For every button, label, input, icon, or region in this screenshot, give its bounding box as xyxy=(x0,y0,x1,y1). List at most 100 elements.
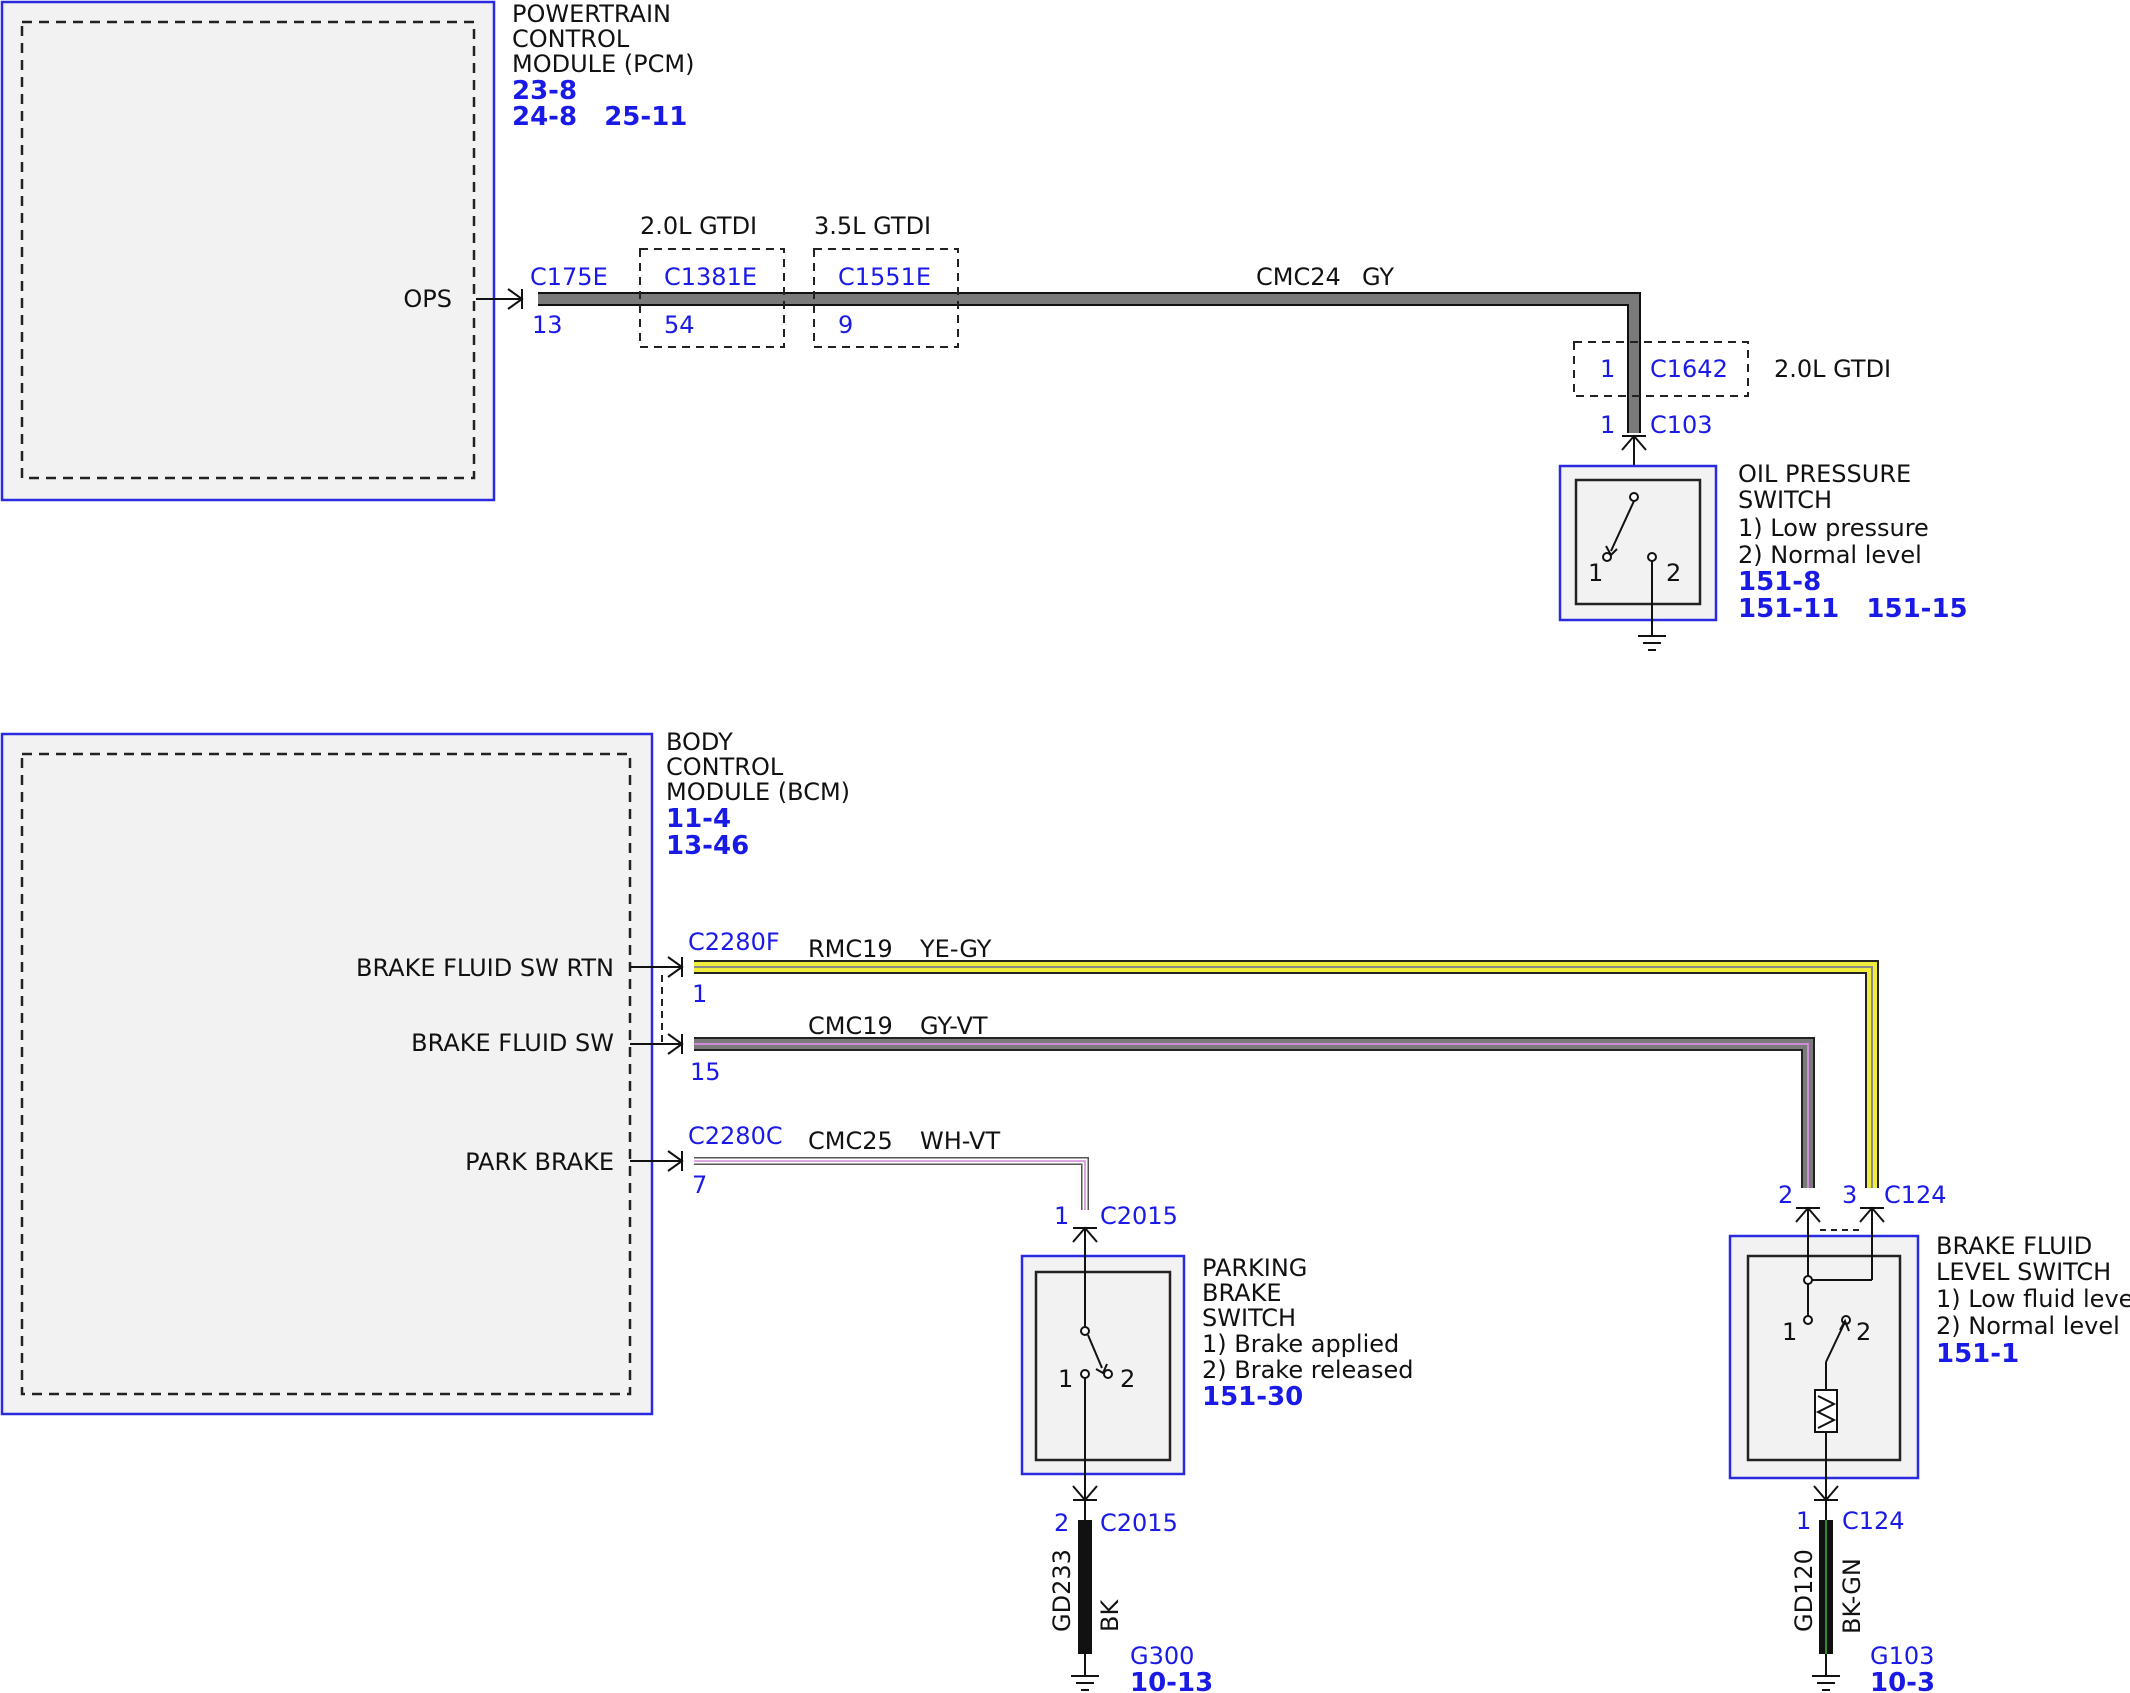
bcm-connector-c2280c[interactable]: C2280C xyxy=(688,1122,783,1150)
oil-switch-contact-2 xyxy=(1647,552,1657,562)
pcm-name-line-2: CONTROL xyxy=(512,25,630,53)
c1642-variant: 2.0L GTDI xyxy=(1774,355,1891,383)
inline-connector-c1551e[interactable]: C1551E xyxy=(838,263,931,291)
parking-switch-contact-1-label: 1 xyxy=(1058,1365,1073,1393)
parking-switch-name-2: BRAKE xyxy=(1202,1279,1282,1307)
wire-cmc25-color: WH-VT xyxy=(920,1127,1000,1155)
bcm-name-line-1: BODY xyxy=(666,728,733,756)
oil-switch-ref-2[interactable]: 151-11 151-15 xyxy=(1738,594,1968,624)
fluid-switch-bottom-connector[interactable]: C124 xyxy=(1842,1507,1905,1535)
wire-cmc24-color: GY xyxy=(1362,263,1394,291)
c1642-connector[interactable]: C1642 xyxy=(1650,355,1728,383)
parking-switch-contact-1 xyxy=(1080,1369,1090,1379)
parking-switch-bottom-connector[interactable]: C2015 xyxy=(1100,1509,1178,1537)
ground-g103-name: G103 xyxy=(1870,1642,1934,1670)
parking-switch-name-3: SWITCH xyxy=(1202,1304,1296,1332)
ground-g300-ref[interactable]: 10-13 xyxy=(1130,1668,1213,1693)
parking-switch-top-pin: 1 xyxy=(1054,1202,1069,1230)
fluid-switch-contact-1 xyxy=(1803,1275,1813,1285)
wire-cmc19-color: GY-VT xyxy=(920,1012,988,1040)
bcm-ref-2[interactable]: 13-46 xyxy=(666,831,749,861)
wire-gd120-circuit: GD120 xyxy=(1790,1549,1818,1632)
wire-cmc25[interactable] xyxy=(694,1157,1089,1210)
parking-switch-contact-2-label: 2 xyxy=(1120,1365,1135,1393)
oil-switch-state-1: 1) Low pressure xyxy=(1738,514,1929,542)
wire-cmc25-base xyxy=(694,1158,1088,1210)
wire-rmc19-color: YE-GY xyxy=(919,935,992,963)
inline-pin-54: 54 xyxy=(664,311,695,339)
wire-cmc24-circuit: CMC24 xyxy=(1256,263,1341,291)
pcm-pin-13: 13 xyxy=(532,311,563,339)
parking-switch-contact-2 xyxy=(1103,1369,1113,1379)
pcm-pin-label-ops: OPS xyxy=(403,285,452,313)
parking-switch-bottom-pin: 2 xyxy=(1054,1509,1069,1537)
brake-fluid-level-switch[interactable] xyxy=(1728,1208,1920,1520)
inline-connector-c1381e[interactable]: C1381E xyxy=(664,263,757,291)
parking-switch-bottom-arrow xyxy=(1072,1485,1098,1502)
bcm-pin-15: 15 xyxy=(690,1058,721,1086)
oil-pressure-switch[interactable] xyxy=(1558,464,1718,636)
ops-connector-arrow xyxy=(476,288,524,310)
fluid-switch-top-arrows xyxy=(1795,1206,1885,1231)
parking-switch-blade-tip xyxy=(1095,1363,1108,1375)
oil-switch-contact-2-label: 2 xyxy=(1666,559,1681,587)
fluid-switch-blade-tip xyxy=(1839,1318,1850,1332)
bcm-pin-7: 7 xyxy=(692,1171,707,1199)
oil-switch-ref-1[interactable]: 151-8 xyxy=(1738,567,1821,597)
wire-cmc19[interactable] xyxy=(694,1037,1815,1188)
fluid-switch-state-2: 2) Normal level xyxy=(1936,1312,2120,1340)
oil-switch-contact-1 xyxy=(1602,552,1612,562)
bcm-pin-label-park-brake: PARK BRAKE xyxy=(465,1148,614,1176)
wire-rmc19[interactable] xyxy=(694,960,1879,1188)
bcm-connector-c2280f[interactable]: C2280F xyxy=(688,928,780,956)
parking-switch-ref[interactable]: 151-30 xyxy=(1202,1382,1303,1412)
wire-cmc19-base xyxy=(694,1039,1813,1188)
inline-variant-3-5l: 3.5L GTDI xyxy=(814,212,931,240)
parking-brake-switch[interactable] xyxy=(1020,1228,1186,1520)
wire-cmc25-circuit: CMC25 xyxy=(808,1127,893,1155)
bcm-pin-1: 1 xyxy=(692,980,707,1008)
bcm-ref-1[interactable]: 11-4 xyxy=(666,804,731,834)
ground-g103-ref[interactable]: 10-3 xyxy=(1870,1668,1935,1693)
parking-switch-state-2: 2) Brake released xyxy=(1202,1356,1414,1384)
ground-icon-oil-switch xyxy=(1638,635,1666,651)
wire-cmc19-stripe xyxy=(694,1043,1809,1188)
ground-g300-name: G300 xyxy=(1130,1642,1194,1670)
c103-connector[interactable]: C103 xyxy=(1650,411,1713,439)
fluid-switch-ref[interactable]: 151-1 xyxy=(1936,1339,2019,1369)
fluid-switch-top-connector[interactable]: C124 xyxy=(1884,1181,1947,1209)
fluid-switch-top-pin-2: 2 xyxy=(1778,1181,1793,1209)
parking-switch-name-1: PARKING xyxy=(1202,1254,1307,1282)
wire-cmc24[interactable] xyxy=(538,292,1641,433)
oil-switch-state-2: 2) Normal level xyxy=(1738,541,1922,569)
bcm-pin-1-arrow xyxy=(630,956,684,978)
wire-rmc19-circuit: RMC19 xyxy=(808,935,893,963)
inline-pin-9: 9 xyxy=(838,311,853,339)
bcm-name-line-3: MODULE (BCM) xyxy=(666,778,850,806)
wire-cmc24-fill xyxy=(538,294,1639,433)
pcm-connector-c175e[interactable]: C175E xyxy=(530,263,608,291)
fluid-switch-top-pin-3: 3 xyxy=(1842,1181,1857,1209)
fluid-switch-contact-1-label: 1 xyxy=(1782,1318,1797,1346)
pcm-ref-2[interactable]: 24-8 25-11 xyxy=(512,102,687,132)
inline-box-c1381e xyxy=(639,248,785,348)
bcm-name-line-2: CONTROL xyxy=(666,753,784,781)
c103-pin: 1 xyxy=(1600,411,1615,439)
parking-switch-pivot xyxy=(1080,1326,1090,1336)
oil-switch-contact-1-label: 1 xyxy=(1588,559,1603,587)
oil-switch-name-2: SWITCH xyxy=(1738,486,1832,514)
wire-cmc25-stripe xyxy=(694,1160,1086,1210)
ground-icon-g300 xyxy=(1071,1675,1099,1691)
parking-switch-top-connector[interactable]: C2015 xyxy=(1100,1202,1178,1230)
bcm-module[interactable] xyxy=(0,732,654,1416)
parking-switch-state-1: 1) Brake applied xyxy=(1202,1330,1399,1358)
oil-switch-blade xyxy=(1610,500,1635,552)
pcm-module[interactable] xyxy=(0,0,496,502)
ground-icon-g103 xyxy=(1812,1675,1840,1691)
wire-rmc19-stripe xyxy=(694,966,1873,1188)
fluid-switch-blade xyxy=(1825,1323,1845,1363)
pcm-name-line-3: MODULE (PCM) xyxy=(512,50,694,78)
pcm-name-line-1: POWERTRAIN xyxy=(512,0,671,28)
pcm-ref-1[interactable]: 23-8 xyxy=(512,76,577,106)
